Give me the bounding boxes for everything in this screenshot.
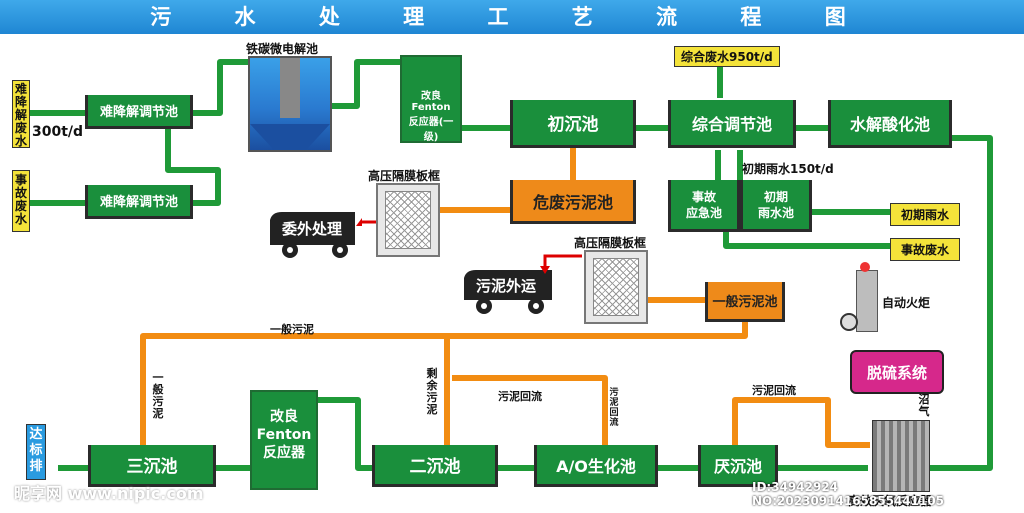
title-bar xyxy=(0,0,1024,34)
input-shigu-label: 事故废水 xyxy=(12,170,30,232)
fan-icon xyxy=(840,313,858,331)
label-huiliu-2: 污泥回流 xyxy=(752,384,796,397)
page-title: 污 水 处 理 工 艺 流 程 图 xyxy=(150,5,874,29)
label-huiliu-1: 污泥回流 xyxy=(498,390,542,403)
tag-shigu-in: 事故废水 xyxy=(890,238,961,261)
output-dabiao: 达标排 xyxy=(26,424,46,480)
pipe-huiliu1 xyxy=(452,375,608,445)
flow-300: 300t/d xyxy=(32,124,84,140)
tank-shuijie: 水解酸化池 xyxy=(828,100,952,148)
label-huiliu-v: 污泥回流 xyxy=(609,388,619,428)
tank-erchen: 二沉池 xyxy=(372,445,498,487)
label-huoju: 自动火炬 xyxy=(882,296,931,310)
tank-zonghe: 综合调节池 xyxy=(668,100,796,148)
tank-yanchen: 厌沉池 xyxy=(698,445,778,487)
pipe-to-fenton2 xyxy=(318,397,375,471)
pipe-to-tietan xyxy=(190,59,250,116)
pipe-shigu-in xyxy=(723,230,890,249)
anaerobic-reactor xyxy=(872,420,930,492)
fenton-reactor-2: 改良 Fenton 反应器 xyxy=(250,390,318,490)
tank-weifei: 危废污泥池 xyxy=(510,180,636,224)
label-press-1: 高压隔膜板框 xyxy=(368,169,441,183)
label-tietan: 铁碳微电解池 xyxy=(246,42,319,56)
filter-press-2 xyxy=(584,250,648,324)
tag-zonghe-in: 综合废水950t/d xyxy=(674,46,780,67)
filter-press-1 xyxy=(376,183,440,257)
label-yiban-wuni-v: 一般污泥 xyxy=(152,371,164,420)
tag-chuqi-in: 初期雨水 xyxy=(890,203,961,226)
flare-icon xyxy=(856,270,878,332)
truck-icon-1 xyxy=(270,212,355,258)
label-zhaoqi: 沼气 xyxy=(918,393,930,418)
pipe-right-down xyxy=(930,135,993,471)
tank-nanjiang-2: 难降解调节池 xyxy=(85,185,193,219)
desulf-system: 脱硫系统 xyxy=(850,350,944,394)
label-press-2: 高压隔膜板框 xyxy=(574,236,647,250)
label-yanyang: 高效厌氧反应器 xyxy=(848,494,933,508)
watermark-id: ID:34942924 NO:20230914165855441105 xyxy=(752,480,945,508)
truck-icon-2 xyxy=(464,270,552,314)
pipe-huiliu2 xyxy=(732,397,870,448)
tietan-reactor xyxy=(248,56,332,152)
label-yiban-wuni: 一般污泥 xyxy=(270,323,314,336)
tank-yiban: 一般污泥池 xyxy=(705,282,785,322)
input-nanjiang-label: 难降解废水 xyxy=(12,80,30,148)
label-shengyu: 剩余污泥 xyxy=(426,367,438,416)
tank-sanchen: 三沉池 xyxy=(88,445,216,487)
tank-nanjiang-1: 难降解调节池 xyxy=(85,95,193,129)
label-chuqi150: 初期雨水150t/d xyxy=(742,162,834,176)
truck-label-1: 委外处理 xyxy=(282,220,343,238)
flare-fire-icon xyxy=(860,262,870,272)
tank-chuqi: 初期 雨水池 xyxy=(740,180,812,232)
tank-chuchen: 初沉池 xyxy=(510,100,636,148)
truck-label-2: 污泥外运 xyxy=(476,277,537,295)
pipe-loop xyxy=(165,128,221,206)
pipe-to-fenton1 xyxy=(330,59,405,109)
tank-shigu: 事故 应急池 xyxy=(668,180,740,232)
fenton-reactor-1: 改良Fenton 反应器(一级) xyxy=(400,55,462,143)
watermark-site: 昵享网 www.nipic.com xyxy=(14,484,204,503)
tank-ao: A/O生化池 xyxy=(534,445,658,487)
